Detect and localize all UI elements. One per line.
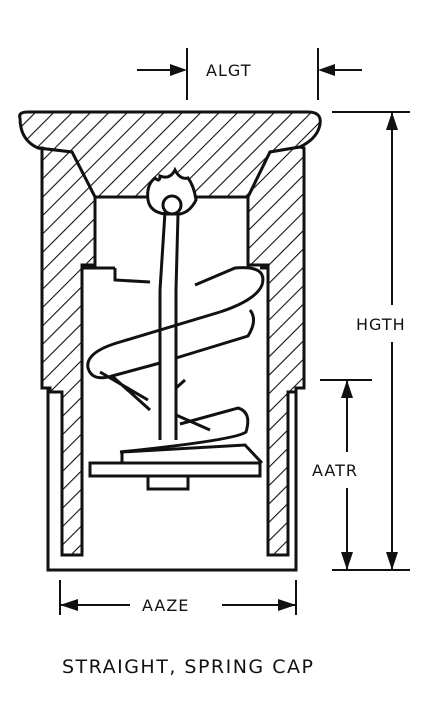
spring-coil-middle xyxy=(86,309,255,380)
dimension-total-height xyxy=(332,111,410,571)
dimension-bottom-width xyxy=(59,580,297,615)
cap-top xyxy=(18,110,322,199)
label-lower-height: AATR xyxy=(312,461,358,480)
dimension-lower-height xyxy=(320,379,372,570)
base-plate xyxy=(88,461,262,478)
base-nut xyxy=(146,474,190,491)
inner-sleeve xyxy=(80,265,270,555)
caption: STRAIGHT, SPRING CAP xyxy=(62,656,314,678)
stem xyxy=(158,211,180,440)
spring-coil-middle-inner xyxy=(99,370,211,432)
label-top-width: ALGT xyxy=(206,61,251,80)
label-bottom-width: AAZE xyxy=(142,596,189,615)
dimension-top-width xyxy=(137,48,362,100)
spring-coil-top xyxy=(113,266,265,314)
body-bottom-outline xyxy=(46,388,298,572)
spring-coil-bottom xyxy=(119,406,250,454)
flame-tip xyxy=(146,166,198,216)
label-total-height: HGTH xyxy=(356,315,406,334)
